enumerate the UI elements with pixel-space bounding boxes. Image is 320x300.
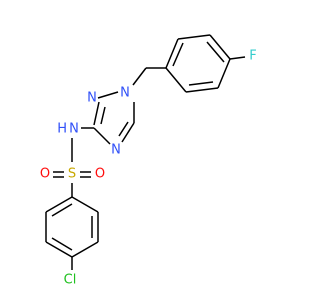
atom-label-n-triazole-4: N [111,143,121,158]
atom-label-o-left: O [40,167,50,182]
atom-label-s: S [68,167,76,182]
bond [177,34,211,40]
bond [93,127,111,145]
atom-label-layer: F N N N H N S O O Cl [40,49,257,288]
bond [45,241,73,258]
bond [165,38,179,69]
atom-label-n-amide: N [69,122,79,137]
bond [229,56,246,60]
bond [206,41,225,63]
bond [71,196,99,213]
bond [51,203,73,217]
atom-label-h-amide: H [57,122,67,137]
atom-label-n-triazole-1: N [120,86,130,101]
bond [132,67,147,86]
atom-label-cl: Cl [64,273,77,288]
atom-label-f: F [249,49,256,64]
bond [188,81,214,86]
bond [118,121,129,137]
bond [100,106,106,125]
bond [71,241,99,258]
atom-label-o-right: O [95,167,105,182]
bond [51,237,73,251]
bond-layer [45,34,246,270]
bond [172,42,184,67]
bond [121,122,135,143]
bond [217,58,231,89]
bond [165,67,187,93]
bond [97,91,119,99]
bond [185,87,219,93]
molecule-structure-diagram: F N N N H N S O O Cl [40,34,257,288]
bond [93,101,100,126]
bond [45,196,73,213]
bond [209,34,231,60]
atom-label-n-triazole-2: N [87,91,97,106]
